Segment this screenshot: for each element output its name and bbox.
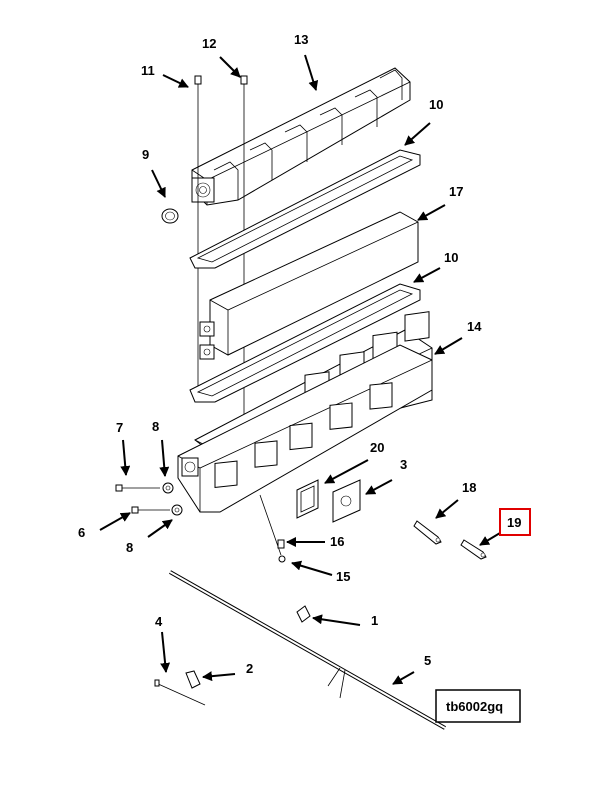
part-8-nut-upper bbox=[162, 482, 174, 494]
part-10-gasket-upper bbox=[189, 149, 421, 269]
part-17-core bbox=[199, 211, 419, 360]
callout-9: 9 bbox=[142, 147, 149, 162]
part-18-clamp bbox=[413, 520, 442, 545]
callout-4: 4 bbox=[155, 614, 163, 629]
callout-19-highlight: 19 bbox=[499, 508, 531, 536]
part-1-clip bbox=[296, 605, 311, 623]
callout-14: 14 bbox=[467, 319, 482, 334]
part-10-gasket-lower bbox=[189, 283, 421, 403]
part-2-clip bbox=[185, 670, 201, 689]
callout-20: 20 bbox=[370, 440, 384, 455]
callout-labels: 11 12 13 9 10 17 10 14 7 8 20 3 18 6 8 1… bbox=[78, 32, 482, 676]
part-6-bolt bbox=[131, 506, 170, 514]
callout-10-lower: 10 bbox=[444, 250, 458, 265]
callout-6: 6 bbox=[78, 525, 85, 540]
part-8-nut-lower bbox=[171, 504, 183, 516]
callout-3: 3 bbox=[400, 457, 407, 472]
part-7-bolt bbox=[115, 484, 160, 492]
figure-code: tb6002gq bbox=[446, 699, 503, 714]
callout-10-upper: 10 bbox=[429, 97, 443, 112]
part-11-bolt bbox=[194, 75, 202, 105]
callout-8-upper: 8 bbox=[152, 419, 159, 434]
part-16-fitting bbox=[259, 494, 285, 556]
callout-19: 19 bbox=[507, 515, 521, 530]
callout-13: 13 bbox=[294, 32, 308, 47]
part-20-gasket bbox=[296, 479, 319, 519]
callout-1: 1 bbox=[371, 613, 378, 628]
callout-11: 11 bbox=[141, 63, 155, 78]
leader-arrows bbox=[99, 54, 501, 685]
callout-18: 18 bbox=[462, 480, 476, 495]
part-5-tube bbox=[169, 570, 446, 730]
callout-16: 16 bbox=[330, 534, 344, 549]
callout-12: 12 bbox=[202, 36, 216, 51]
callout-8-lower: 8 bbox=[126, 540, 133, 555]
part-3-plate bbox=[332, 479, 361, 523]
callout-7: 7 bbox=[116, 420, 123, 435]
callout-2: 2 bbox=[246, 661, 253, 676]
part-9-oring bbox=[161, 208, 179, 224]
part-12-bolt bbox=[240, 75, 248, 100]
part-13-cover bbox=[191, 67, 411, 206]
callout-15: 15 bbox=[336, 569, 350, 584]
part-4-rod bbox=[154, 679, 206, 706]
callout-5: 5 bbox=[424, 653, 431, 668]
main-housing bbox=[177, 344, 433, 513]
callout-17: 17 bbox=[449, 184, 463, 199]
part-15-plug bbox=[278, 555, 286, 563]
part-19-clamp bbox=[460, 539, 487, 560]
figure-code-box: tb6002gq bbox=[435, 689, 521, 723]
